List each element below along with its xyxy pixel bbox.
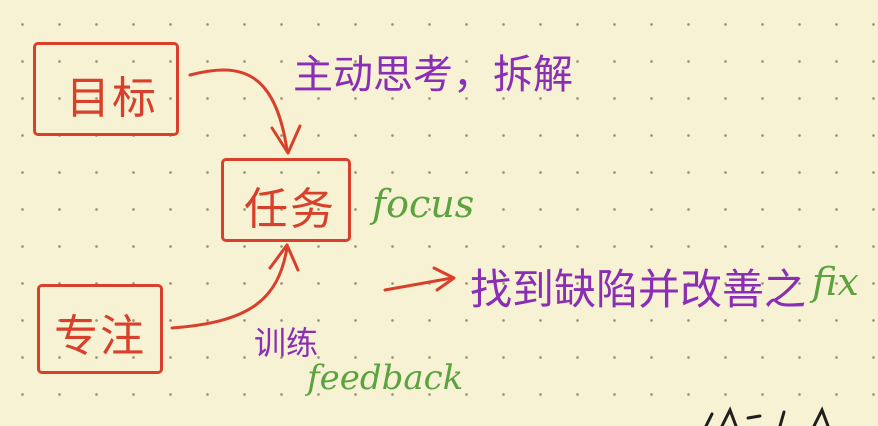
scribble-bottom bbox=[704, 406, 830, 426]
focus-box bbox=[37, 284, 163, 374]
task-label: 任务 bbox=[244, 184, 336, 235]
arrow-focus-to-task bbox=[170, 246, 289, 330]
arrowhead-focus-to-task bbox=[268, 243, 300, 272]
fix-en-note: fix bbox=[812, 260, 859, 304]
task-box bbox=[221, 158, 351, 242]
goal-label: 目标 bbox=[66, 73, 158, 124]
feedback-note: feedback bbox=[307, 358, 464, 398]
train-note: 训练 bbox=[254, 324, 319, 362]
arrow-goal-to-task bbox=[188, 68, 289, 152]
focus-label: 专注 bbox=[54, 311, 146, 362]
arrow-to-fix bbox=[383, 276, 454, 292]
goal-box bbox=[33, 42, 179, 136]
focus-note: focus bbox=[372, 182, 475, 226]
arrowhead-goal-to-task bbox=[270, 124, 302, 155]
fix-note: 找到缺陷并改善之 bbox=[470, 265, 807, 314]
think-note: 主动思考，拆解 bbox=[293, 52, 573, 98]
arrowhead-to-fix bbox=[432, 266, 456, 292]
